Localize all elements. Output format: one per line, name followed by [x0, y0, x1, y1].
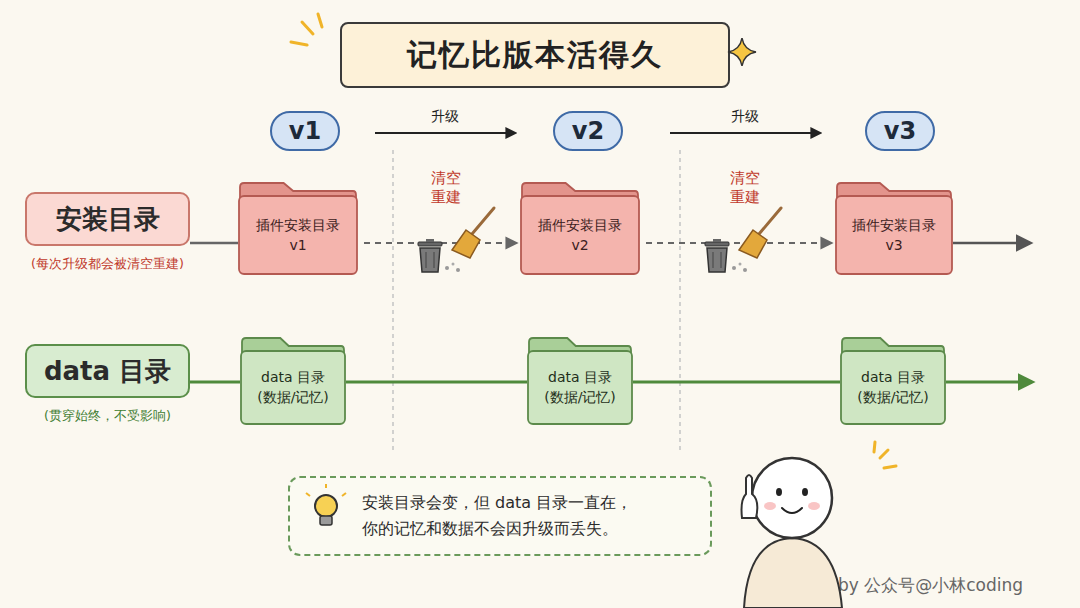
folder-front: [239, 196, 357, 274]
install-folder: 插件安装目录 v3: [835, 182, 953, 275]
trash-rib: [426, 252, 427, 268]
folder-label-area: data 目录 (数据/记忆): [240, 353, 346, 421]
mascot-smile: [782, 508, 802, 513]
row-note: (贯穿始终，不受影响): [0, 408, 218, 425]
dust: [456, 268, 460, 272]
connector: [633, 381, 840, 384]
timeline-arrow: [946, 381, 1032, 384]
folder-label-area: 插件安装目录 v1: [238, 198, 358, 271]
trash-handle: [713, 239, 721, 242]
timeline-arrow: [953, 242, 1030, 245]
data-folder: data 目录 (数据/记忆): [240, 337, 346, 425]
folder-label: data 目录 (数据/记忆): [533, 367, 627, 407]
watermark: by 公众号@小林coding: [838, 574, 1023, 597]
mascot-eye: [802, 488, 808, 496]
connector: [646, 242, 831, 244]
sparkle-line: [318, 14, 322, 27]
folder-label: data 目录 (数据/记忆): [846, 367, 940, 407]
bulb-ray: [325, 484, 327, 488]
edge-label: 清空 重建: [428, 169, 464, 207]
light-bulb: [315, 495, 337, 517]
version-label: v3: [884, 117, 916, 145]
mascot-cheek: [764, 502, 776, 510]
version-pill: v1: [270, 111, 340, 151]
folder-front: [528, 351, 632, 424]
trash-rib: [721, 252, 722, 268]
stage-divider: [679, 150, 681, 452]
folder-front: [836, 196, 952, 274]
sparkle-star: [728, 38, 756, 66]
trash-lid: [418, 242, 442, 246]
trash-rib: [713, 252, 714, 268]
row-note: (每次升级都会被清空重建): [0, 256, 218, 273]
stage-divider: [392, 150, 394, 452]
dust: [732, 266, 736, 270]
folder-label: data 目录 (数据/记忆): [246, 367, 340, 407]
connector: [670, 132, 820, 134]
install-folder: 插件安装目录 v1: [238, 182, 358, 275]
version-pill: v3: [865, 111, 935, 151]
connector: [364, 242, 516, 244]
connector: [375, 132, 515, 134]
sparkle-line: [874, 442, 875, 452]
sparkle-line: [884, 466, 896, 468]
trash-rib: [434, 252, 435, 268]
folder-front: [521, 196, 639, 274]
callout-text: 安装目录会变，但 data 目录一直在，你的记忆和数据不会因升级而丢失。: [362, 490, 644, 542]
dust: [445, 266, 449, 270]
broom-head: [739, 230, 767, 258]
mascot-hand: [742, 475, 758, 518]
dust: [743, 268, 747, 272]
sparkle-line: [302, 22, 313, 34]
broom-handle: [472, 208, 494, 234]
row-title: 安装目录: [56, 202, 160, 237]
folder-label: 插件安装目录 v1: [251, 215, 345, 255]
trash-can: [420, 248, 440, 272]
row-label-box: 安装目录(每次升级都会被清空重建): [25, 192, 190, 246]
folder-front: [841, 351, 945, 424]
mascot-eye: [776, 488, 782, 496]
sparkle-line: [291, 42, 307, 45]
mascot-cheek: [808, 502, 820, 510]
broom-head: [452, 230, 480, 258]
edge-label: 清空 重建: [727, 169, 763, 207]
connector: [190, 381, 240, 384]
trash-can: [707, 248, 727, 272]
note-callout: 安装目录会变，但 data 目录一直在，你的记忆和数据不会因升级而丢失。: [288, 476, 712, 556]
version-label: v1: [289, 117, 321, 145]
edge-label: 升级: [415, 107, 475, 125]
folder-label-area: data 目录 (数据/记忆): [840, 353, 946, 421]
folder-front: [241, 351, 345, 424]
folder-label-area: 插件安装目录 v2: [520, 198, 640, 271]
trash-lid: [705, 242, 729, 246]
data-folder: data 目录 (数据/记忆): [840, 337, 946, 425]
install-folder: 插件安装目录 v2: [520, 182, 640, 275]
data-folder: data 目录 (数据/记忆): [527, 337, 633, 425]
row-label-box: data 目录(贯穿始终，不受影响): [25, 344, 190, 398]
mascot-body: [744, 538, 842, 608]
folder-label-area: 插件安装目录 v3: [835, 198, 953, 271]
version-label: v2: [572, 117, 604, 145]
connector: [346, 381, 527, 384]
sparkle-line: [880, 450, 888, 458]
edge-label: 升级: [715, 107, 775, 125]
connector: [190, 242, 238, 245]
bulb-ray: [342, 493, 346, 496]
dust: [452, 263, 455, 266]
mascot-head: [752, 458, 832, 538]
folder-label-area: data 目录 (数据/记忆): [527, 353, 633, 421]
bulb-base: [320, 516, 332, 525]
folder-label: 插件安装目录 v3: [847, 215, 941, 255]
trash-handle: [426, 239, 434, 242]
bulb-ray: [306, 493, 310, 496]
row-title: data 目录: [44, 354, 171, 389]
version-pill: v2: [553, 111, 623, 151]
title-box: 记忆比版本活得久: [340, 22, 730, 88]
broom-handle: [759, 208, 781, 234]
folder-label: 插件安装目录 v2: [533, 215, 627, 255]
title-text: 记忆比版本活得久: [407, 35, 663, 76]
dust: [739, 263, 742, 266]
